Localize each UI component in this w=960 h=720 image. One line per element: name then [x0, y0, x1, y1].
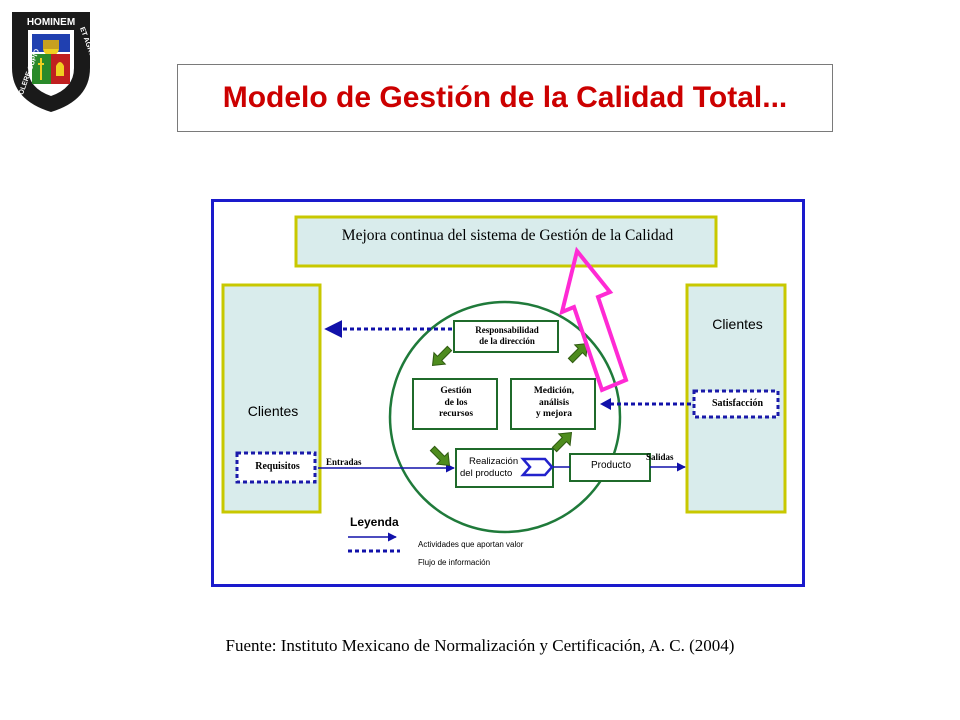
- resources-line-3: recursos: [438, 409, 474, 419]
- measurement-label: Medición, análisis y mejora: [511, 386, 597, 421]
- source-citation: Fuente: Instituto Mexicano de Normalizac…: [225, 636, 735, 655]
- outputs-label: Salidas: [646, 452, 674, 462]
- product-box: [569, 453, 651, 482]
- satisfaction-label: Satisfacción: [711, 398, 764, 409]
- product-label: Producto: [590, 460, 632, 471]
- legend-information-flow: Flujo de información: [418, 558, 491, 567]
- resources-label: Gestión de los recursos: [413, 386, 499, 421]
- measurement-line-3: y mejora: [535, 409, 573, 419]
- responsibility-label: Responsabilidad de la dirección: [454, 325, 560, 347]
- measurement-box: [510, 378, 596, 430]
- green-arrow-to-realization: [429, 445, 451, 467]
- right-clients-title: Clientes: [712, 316, 763, 332]
- inputs-label: Entradas: [326, 457, 362, 467]
- improvement-arrow: [559, 246, 629, 393]
- realization-label: Realización del producto: [460, 456, 530, 480]
- requirements-box: [235, 451, 317, 484]
- page-title: Modelo de Gestión de la Calidad Total...: [222, 81, 788, 114]
- satisfaction-box: [692, 389, 780, 419]
- realization-line-2: del producto: [460, 468, 513, 479]
- responsibility-line-2: de la dirección: [479, 336, 535, 346]
- realization-chevron-icon: [520, 457, 554, 477]
- logo-top-text: HOMINEM: [27, 17, 75, 28]
- realization-box: [455, 448, 554, 488]
- process-circle: [388, 300, 622, 534]
- resources-line-2: de los: [444, 397, 468, 408]
- realization-line-1: Realización: [469, 456, 519, 467]
- green-arrow-down-left: [431, 345, 453, 367]
- info-flow-right-head: [600, 398, 611, 410]
- responsibility-line-1: Responsabilidad: [475, 325, 539, 335]
- university-shield-logo: HOMINEM COLERE CUPIO ET AGRUM: [12, 12, 94, 112]
- improvement-label: Mejora continua del sistema de Gestión d…: [341, 227, 674, 244]
- green-arrow-to-measurement: [551, 431, 573, 453]
- continuous-improvement-box: [294, 215, 718, 268]
- title-box: Modelo de Gestión de la Calidad Total...: [177, 64, 833, 132]
- responsibility-box: [453, 320, 559, 353]
- legend-title: Leyenda: [350, 515, 399, 529]
- requirements-label: Requisitos: [255, 461, 300, 472]
- legend-value-activities: Actividades que aportan valor: [418, 540, 524, 549]
- green-arrow-up-right: [567, 342, 589, 364]
- measurement-line-2: análisis: [538, 397, 570, 408]
- resources-line-1: Gestión: [440, 386, 472, 396]
- resources-box: [412, 378, 498, 430]
- measurement-line-1: Medición,: [533, 386, 575, 396]
- left-clients-title: Clientes: [247, 403, 299, 419]
